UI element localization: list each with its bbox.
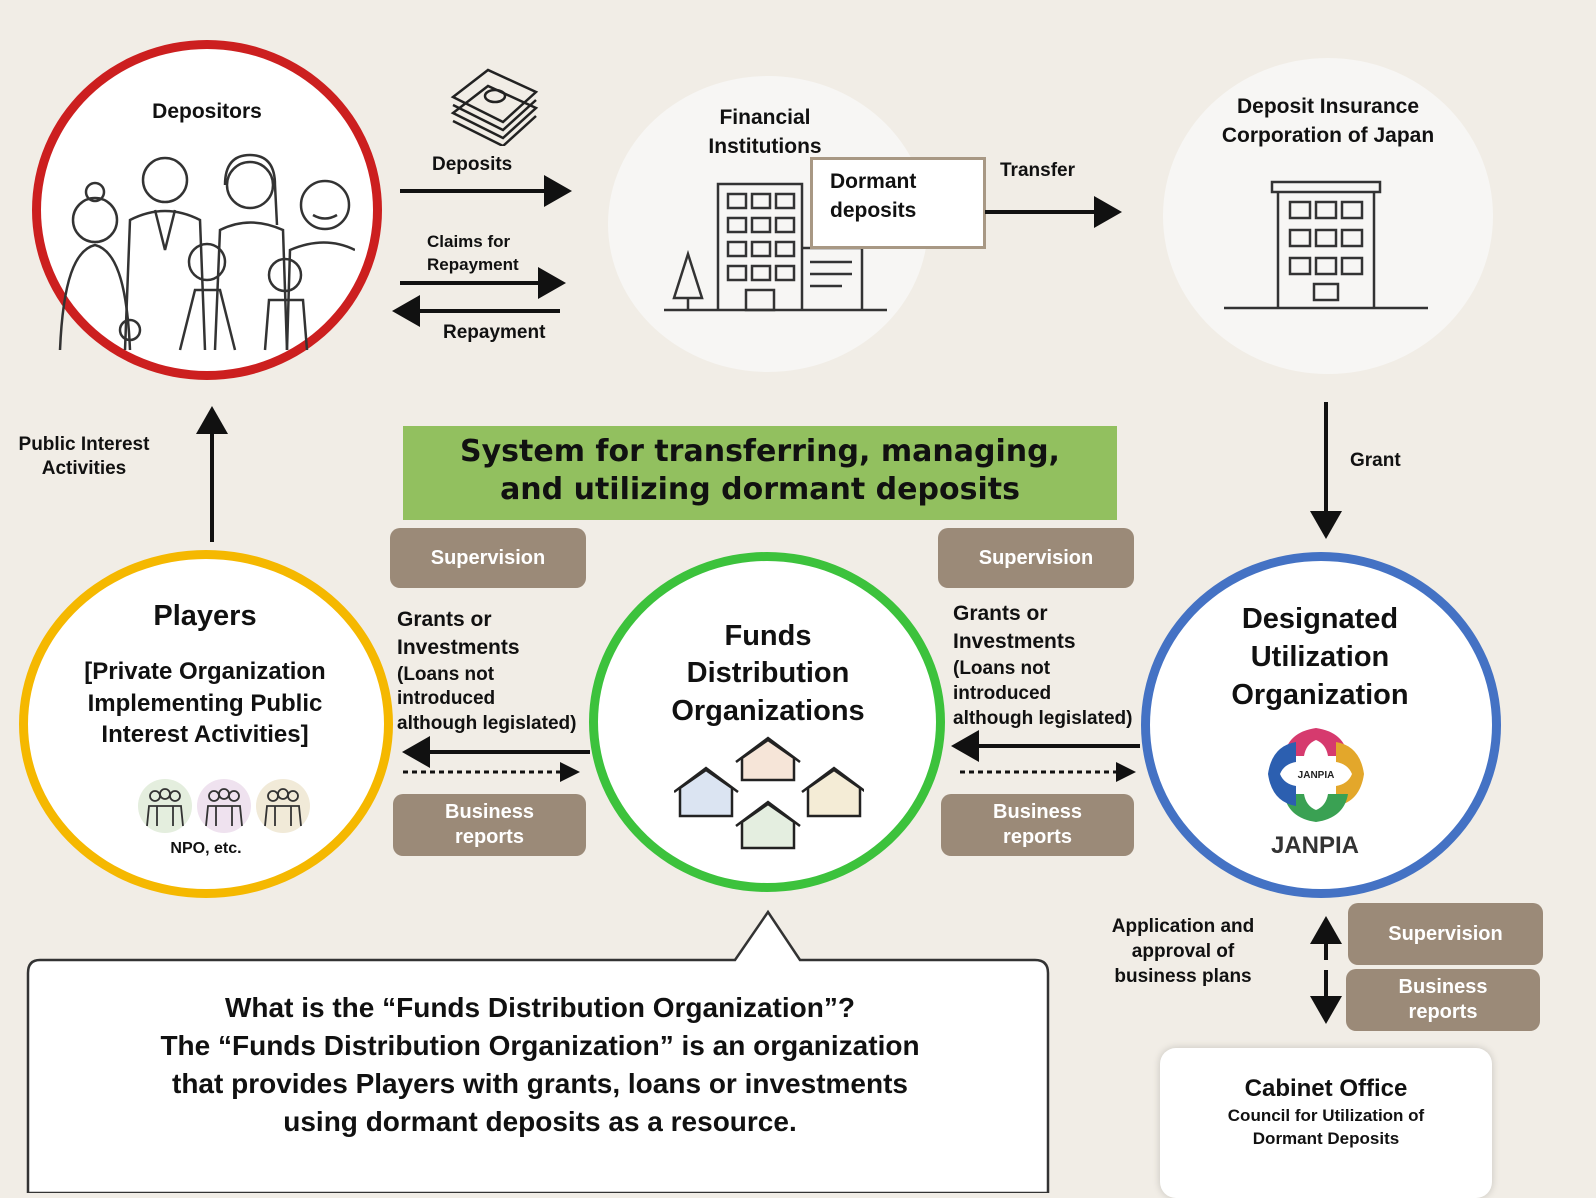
grants-right-l1: Grants or: [953, 602, 1048, 625]
duo-line3: Organization: [1231, 679, 1409, 711]
business-reports-bottom-l2: reports: [1408, 1001, 1478, 1023]
players-sub2: Implementing Public: [87, 690, 323, 717]
grants-left-l2: Investments: [397, 636, 520, 659]
grants-left-l3: (Loans not: [397, 664, 495, 685]
supervision-left-pill: Supervision: [390, 528, 586, 588]
application-l2: approval of: [1131, 941, 1235, 962]
dic-line1: Deposit Insurance: [1236, 95, 1420, 118]
grant-label: Grant: [1350, 450, 1401, 471]
supervision-bottom-pill: Supervision: [1348, 903, 1543, 965]
public-interest-line1: Public Interest: [18, 434, 150, 455]
players-sub3: Interest Activities]: [101, 721, 309, 748]
application-l1: Application and: [1111, 916, 1255, 937]
players-title: Players: [153, 600, 257, 632]
business-reports-left-l1: Business: [445, 801, 534, 823]
title-line1: System for transferring, managing,: [460, 434, 1060, 469]
financial-institutions-line1: Financial: [719, 106, 811, 129]
duo-circle: [1141, 552, 1501, 898]
callout-line4: using dormant deposits as a resource.: [283, 1106, 797, 1137]
business-reports-bottom-pill: Business reports: [1346, 969, 1540, 1031]
grants-left-l4: introduced: [397, 688, 496, 709]
claims-label-2: Repayment: [427, 255, 519, 274]
financial-institutions-line2: Institutions: [708, 135, 822, 158]
depositors-circle: [32, 40, 382, 380]
npo-people-icon: [138, 779, 310, 833]
cabinet-title: Cabinet Office: [1244, 1075, 1408, 1102]
duo-line1: Designated: [1241, 603, 1399, 635]
public-interest-line2: Activities: [41, 458, 127, 479]
janpia-logo-icon: JANPIA: [1268, 728, 1364, 822]
dic-building-icon: [1224, 180, 1428, 310]
business-reports-right-pill: Business reports: [941, 794, 1134, 856]
dormant-deposits-box: [810, 157, 986, 249]
callout-line2: The “Funds Distribution Organization” is…: [160, 1030, 920, 1061]
dormant-deposits-line1: Dormant: [830, 170, 917, 193]
fdo-line3: Organizations: [671, 695, 865, 727]
transfer-label: Transfer: [1000, 160, 1075, 181]
cabinet-office-box: [1160, 1048, 1492, 1198]
business-reports-right-l2: reports: [1003, 826, 1072, 848]
family-icon: [58, 153, 355, 351]
grants-right-l3: (Loans not: [953, 658, 1051, 679]
grants-left-l1: Grants or: [397, 608, 492, 631]
grants-right-l4: introduced: [953, 683, 1052, 704]
dormant-deposits-line2: deposits: [830, 199, 917, 222]
deposits-label: Deposits: [432, 154, 513, 175]
fdo-line1: Funds: [724, 620, 812, 652]
dic-line2: Corporation of Japan: [1221, 124, 1435, 147]
title-banner: [403, 426, 1117, 520]
business-reports-bottom-l1: Business: [1398, 976, 1488, 998]
callout-line1: What is the “Funds Distribution Organiza…: [225, 992, 855, 1023]
title-line2: and utilizing dormant deposits: [500, 472, 1020, 507]
players-circle: [19, 550, 393, 898]
janpia-text: JANPIA: [1270, 832, 1360, 859]
reports-right-arrowhead: [1116, 762, 1136, 782]
cabinet-sub1: Council for Utilization of: [1227, 1106, 1425, 1125]
business-reports-left-pill: Business reports: [393, 794, 586, 856]
depositors-label: Depositors: [152, 100, 262, 123]
repayment-label: Repayment: [443, 322, 546, 343]
players-caption: NPO, etc.: [170, 840, 242, 857]
duo-line2: Utilization: [1250, 641, 1390, 673]
application-l3: business plans: [1114, 966, 1252, 987]
business-reports-right-l1: Business: [993, 801, 1082, 823]
money-stack-icon: [450, 68, 539, 146]
dic-bg: [1163, 58, 1493, 374]
callout-line3: that provides Players with grants, loans…: [172, 1068, 908, 1099]
grants-left-l5: although legislated): [397, 713, 577, 734]
claims-label-1: Claims for: [427, 232, 511, 251]
players-sub1: [Private Organization: [84, 658, 326, 685]
grants-right-l2: Investments: [953, 630, 1076, 653]
houses-icon: [674, 736, 864, 850]
fdo-line2: Distribution: [686, 657, 850, 689]
janpia-logo-inner: JANPIA: [1298, 770, 1335, 781]
business-reports-left-l2: reports: [455, 826, 524, 848]
cabinet-sub2: Dormant Deposits: [1252, 1129, 1400, 1148]
supervision-right-pill: Supervision: [938, 528, 1134, 588]
grants-right-l5: although legislated): [953, 708, 1133, 729]
reports-left-arrowhead: [560, 762, 580, 782]
